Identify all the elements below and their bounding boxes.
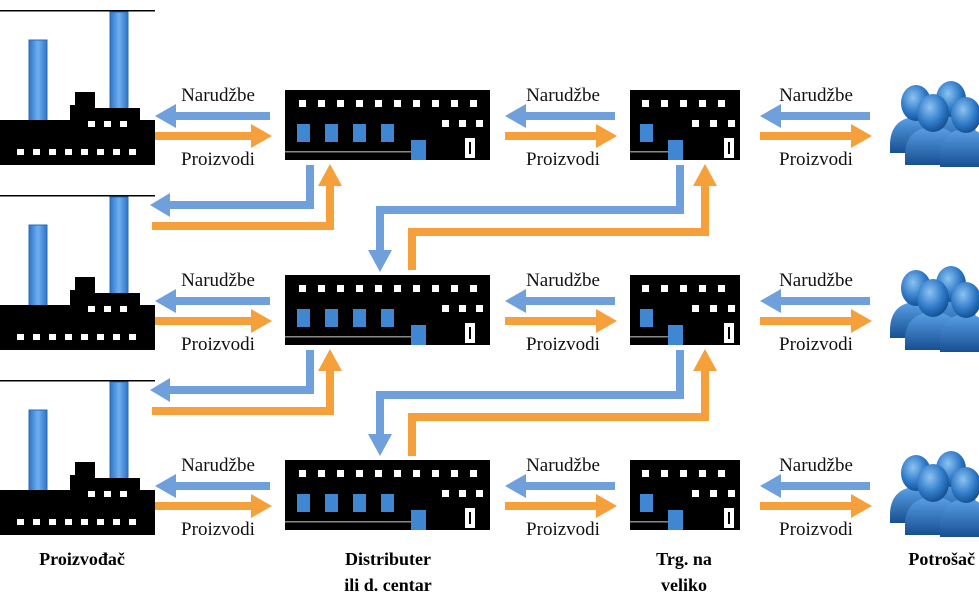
column-label-consumer: Potrošač xyxy=(908,549,975,569)
products-label: Proizvodi xyxy=(526,149,600,170)
products-label: Proizvodi xyxy=(526,519,600,540)
column-label-distributor-line2: ili d. centar xyxy=(344,575,432,595)
factory-icon xyxy=(0,9,156,166)
column-captions: Proizvođač Distributer ili d. centar Trg… xyxy=(39,549,975,595)
warehouse-icon xyxy=(285,90,490,160)
horizontal-arrows xyxy=(155,104,872,518)
orders-label: Narudžbe xyxy=(181,85,255,106)
orders-label: Narudžbe xyxy=(181,455,255,476)
consumer-icon xyxy=(890,266,979,352)
products-label: Proizvodi xyxy=(181,334,255,355)
products-label: Proizvodi xyxy=(526,334,600,355)
orders-label: Narudžbe xyxy=(779,85,853,106)
orders-label: Narudžbe xyxy=(526,455,600,476)
factory-icon xyxy=(0,194,156,351)
orders-label: Narudžbe xyxy=(779,455,853,476)
column-label-wholesale-line2: veliko xyxy=(661,575,707,595)
products-label: Proizvodi xyxy=(779,519,853,540)
consumer-icon xyxy=(890,81,979,167)
consumer-icon xyxy=(890,451,979,537)
orders-label: Narudžbe xyxy=(526,270,600,291)
orders-label: Narudžbe xyxy=(181,270,255,291)
warehouse-icon xyxy=(285,275,490,345)
column-label-wholesale: Trg. na xyxy=(656,549,712,569)
store-icon xyxy=(630,460,740,530)
arrow-labels: Narudžbe Proizvodi Narudžbe Proizvodi Na… xyxy=(181,85,853,540)
column-label-producer: Proizvođač xyxy=(39,549,125,569)
factory-icon xyxy=(0,379,156,536)
warehouse-icon xyxy=(285,460,490,530)
store-icon xyxy=(630,90,740,160)
store-icon xyxy=(630,275,740,345)
connector-flows xyxy=(150,164,717,456)
products-label: Proizvodi xyxy=(181,519,255,540)
orders-label: Narudžbe xyxy=(779,270,853,291)
column-label-distributor: Distributer xyxy=(345,549,431,569)
orders-label: Narudžbe xyxy=(526,85,600,106)
products-label: Proizvodi xyxy=(181,149,255,170)
products-label: Proizvodi xyxy=(779,334,853,355)
products-label: Proizvodi xyxy=(779,149,853,170)
